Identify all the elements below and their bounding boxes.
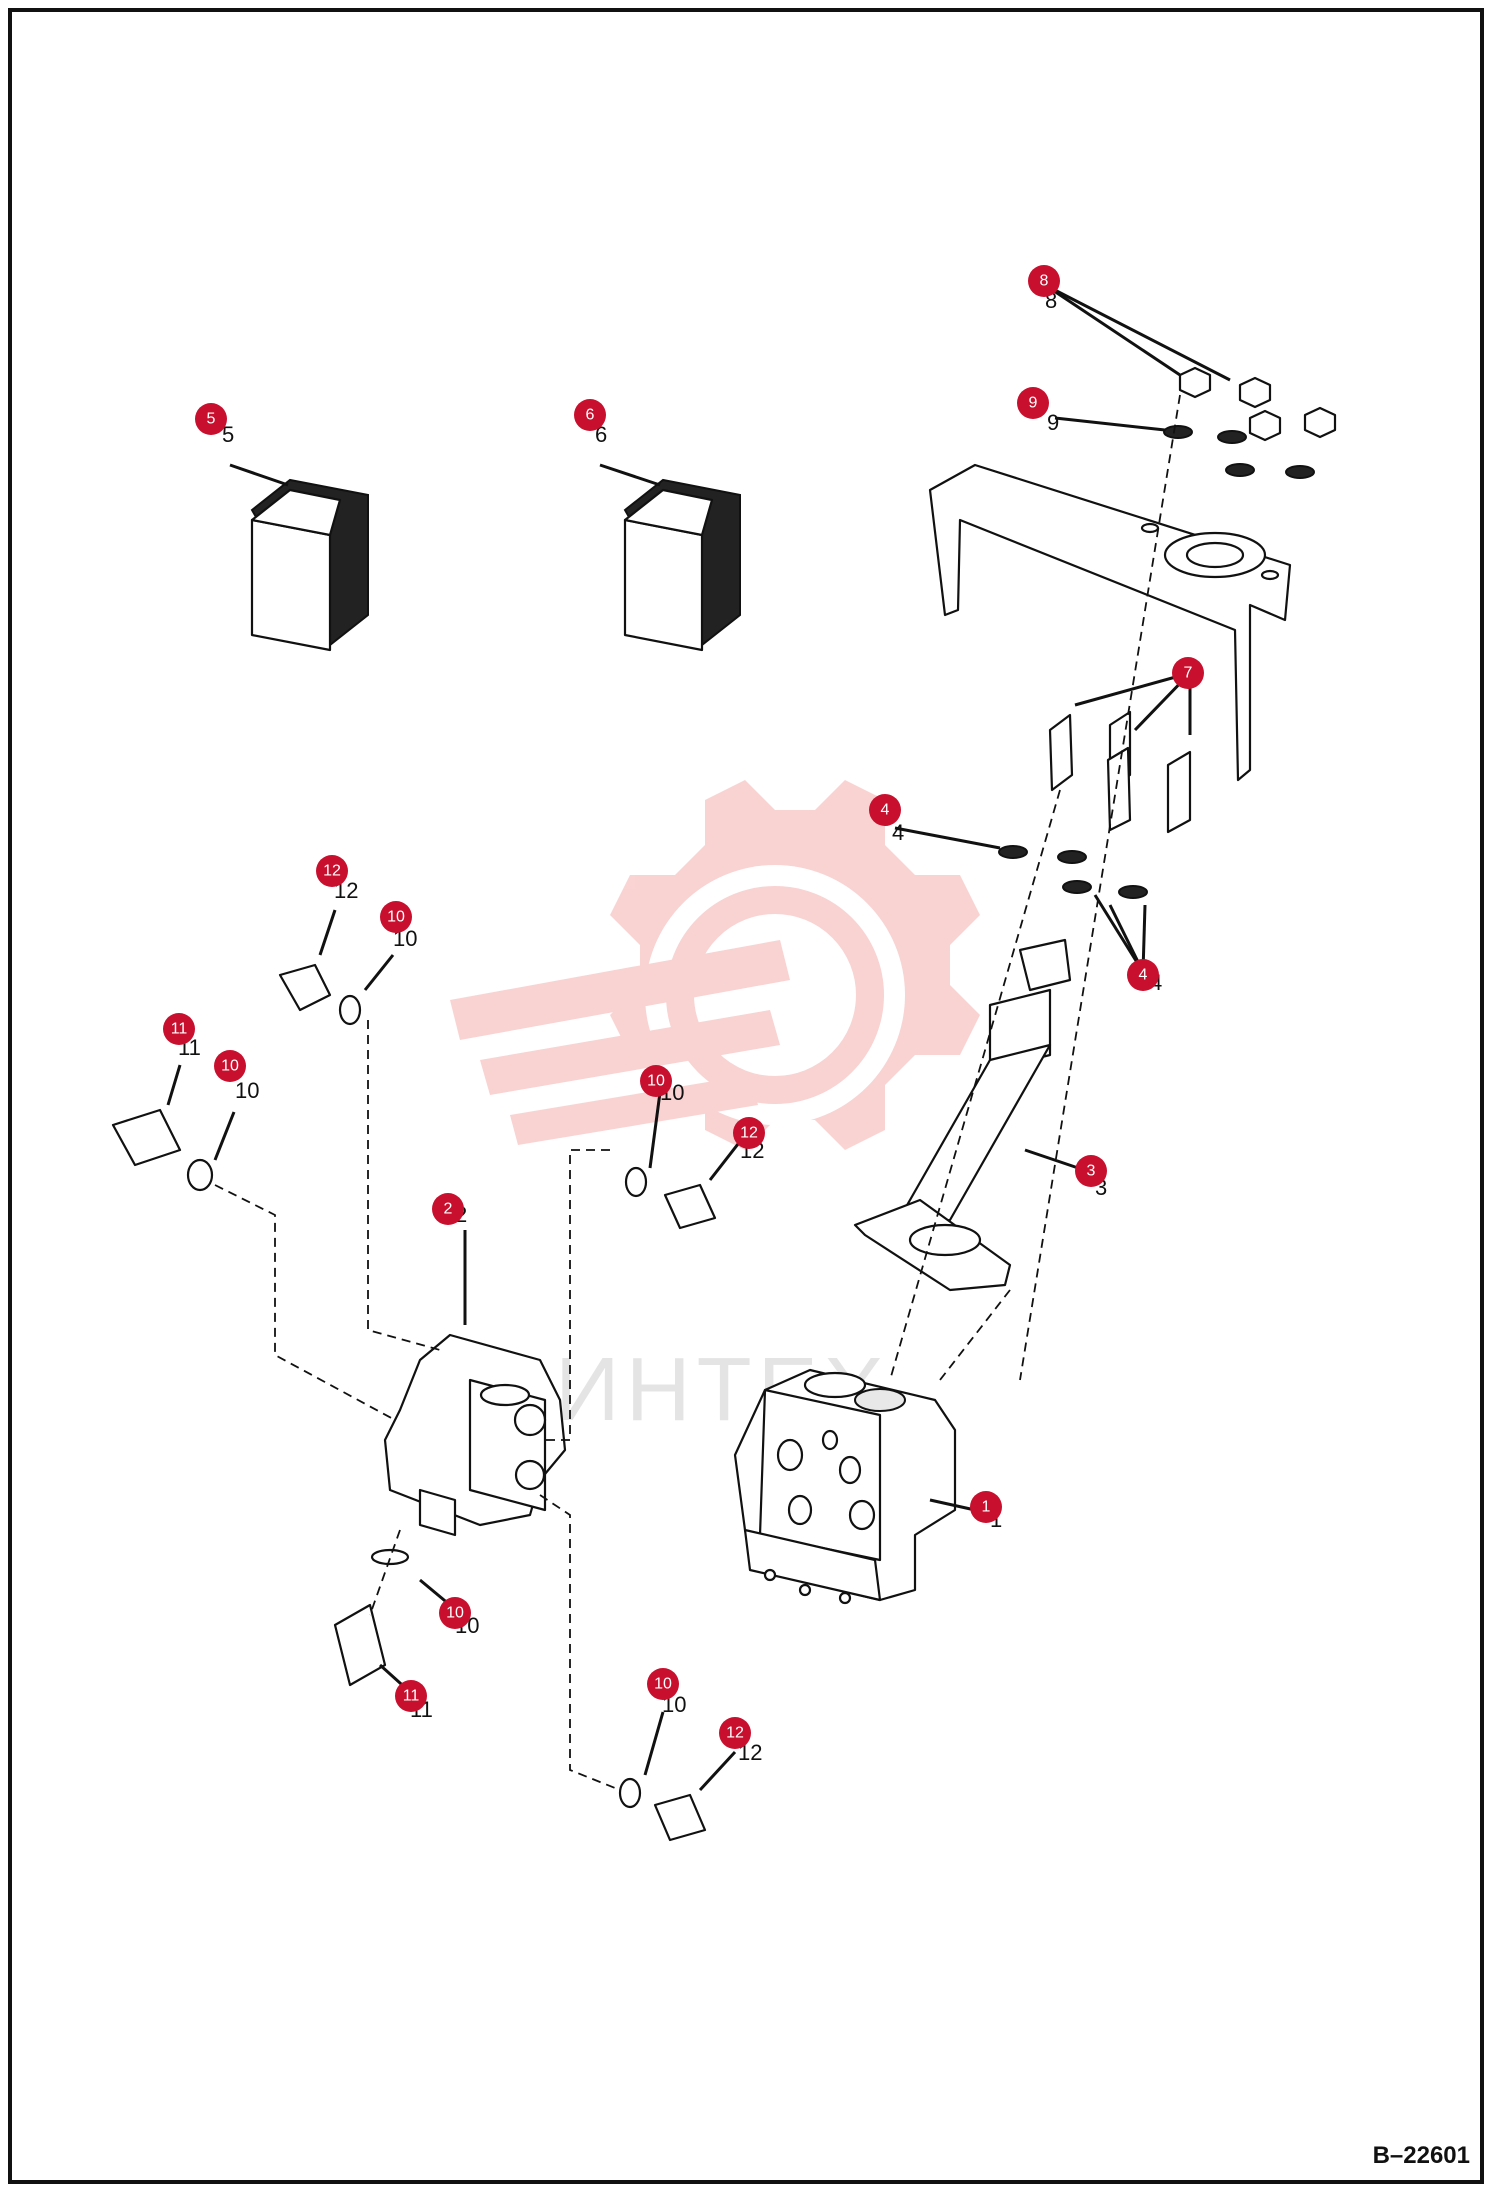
svg-text:4: 4 xyxy=(892,820,904,845)
svg-text:12: 12 xyxy=(726,1725,744,1742)
svg-text:5: 5 xyxy=(222,422,234,447)
callout-9[interactable]: 9 xyxy=(1017,387,1049,419)
watermark-logo xyxy=(450,780,980,1150)
part-6-block xyxy=(623,478,741,652)
callout-10-left[interactable]: 10 xyxy=(214,1050,246,1082)
callout-4-lower[interactable]: 4 xyxy=(1127,959,1159,991)
callout-10-lower[interactable]: 10 xyxy=(439,1597,471,1629)
callout-10-middle[interactable]: 10 xyxy=(640,1065,672,1097)
svg-text:10: 10 xyxy=(647,1073,665,1090)
studs xyxy=(1048,710,1192,834)
svg-text:10: 10 xyxy=(221,1058,239,1075)
svg-text:3: 3 xyxy=(1087,1163,1096,1180)
callout-7[interactable]: 7 xyxy=(1172,657,1204,689)
svg-text:12: 12 xyxy=(740,1125,758,1142)
mounting-bracket xyxy=(928,463,1292,782)
svg-text:9: 9 xyxy=(1047,410,1059,435)
callout-11-lower[interactable]: 11 xyxy=(395,1680,427,1712)
frame-border xyxy=(8,8,1484,2184)
svg-text:10: 10 xyxy=(387,909,405,926)
svg-text:11: 11 xyxy=(403,1688,420,1705)
callout-12-upper-left[interactable]: 12 xyxy=(316,855,348,887)
svg-text:10: 10 xyxy=(446,1605,464,1622)
washers-4 xyxy=(998,845,1148,899)
svg-text:4: 4 xyxy=(1139,967,1148,984)
nuts-and-washers xyxy=(1163,366,1337,479)
callout-8[interactable]: 8 xyxy=(1028,265,1060,297)
svg-text:1: 1 xyxy=(982,1499,991,1516)
assembly-lines xyxy=(214,394,1181,1791)
svg-text:8: 8 xyxy=(1040,273,1049,290)
callout-10-bottom[interactable]: 10 xyxy=(647,1668,679,1700)
svg-text:12: 12 xyxy=(323,863,341,880)
callout-4-upper[interactable]: 4 xyxy=(869,794,901,826)
callout-2[interactable]: 2 xyxy=(432,1193,464,1225)
callout-6[interactable]: 6 xyxy=(574,399,606,431)
callout-12-middle[interactable]: 12 xyxy=(733,1117,765,1149)
svg-text:10: 10 xyxy=(235,1078,259,1103)
svg-text:9: 9 xyxy=(1029,395,1038,412)
part-5-block xyxy=(250,478,369,652)
svg-text:6: 6 xyxy=(586,407,595,424)
callout-1[interactable]: 1 xyxy=(970,1491,1002,1523)
original-part-numbers: 8 9 5 6 4 4 3 1 2 12 10 11 10 10 12 10 1… xyxy=(178,288,1162,1765)
fittings xyxy=(111,963,717,1842)
steering-unit xyxy=(733,1368,957,1605)
svg-text:7: 7 xyxy=(1184,665,1193,682)
svg-text:2: 2 xyxy=(444,1201,453,1218)
callout-3[interactable]: 3 xyxy=(1075,1155,1107,1187)
steering-column xyxy=(853,938,1072,1292)
callout-5[interactable]: 5 xyxy=(195,403,227,435)
svg-text:4: 4 xyxy=(881,802,890,819)
svg-text:5: 5 xyxy=(207,411,216,428)
callout-12-bottom[interactable]: 12 xyxy=(719,1717,751,1749)
svg-text:11: 11 xyxy=(171,1021,188,1038)
drawing-number: B–22601 xyxy=(1372,2142,1470,2169)
valve-block xyxy=(383,1333,567,1537)
callout-11-left[interactable]: 11 xyxy=(163,1013,195,1045)
callout-10-upper-left[interactable]: 10 xyxy=(380,901,412,933)
svg-text:10: 10 xyxy=(654,1676,672,1693)
